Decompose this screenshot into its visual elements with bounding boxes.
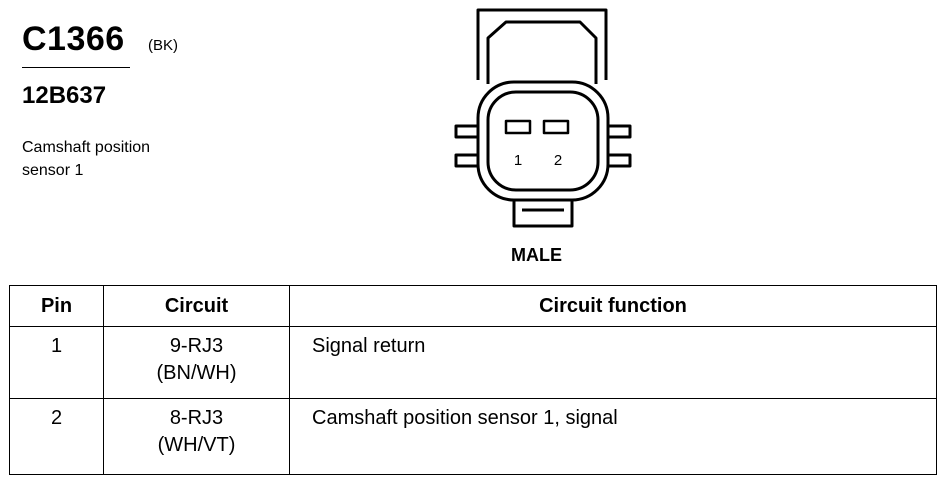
header-circuit-function: Circuit function	[289, 285, 937, 327]
connector-right-rib-top	[606, 124, 632, 139]
connector-color-code: (BK)	[148, 37, 178, 54]
pin-terminal-2	[542, 119, 570, 135]
table-row: 2 8-RJ3 (WH/VT) Camshaft position sensor…	[9, 398, 937, 475]
connector-latch-inner	[486, 20, 598, 84]
table-row: 1 9-RJ3 (BN/WH) Signal return	[9, 326, 937, 399]
table-header-row: Pin Circuit Circuit function	[9, 285, 937, 327]
connector-face-diagram: 1 2	[454, 8, 632, 228]
circuit-function-cell: Signal return	[289, 326, 937, 399]
pin-number-2: 2	[554, 152, 562, 169]
circuit-id: 8-RJ3	[169, 407, 224, 429]
header-pin: Pin	[9, 285, 104, 327]
connector-code: C1366	[22, 20, 125, 58]
circuit-cell: 8-RJ3 (WH/VT)	[103, 398, 290, 475]
pin-cell: 1	[9, 326, 104, 399]
circuit-cell: 9-RJ3 (BN/WH)	[103, 326, 290, 399]
connector-bottom-tab	[512, 196, 574, 228]
connector-left-rib-top	[454, 124, 480, 139]
connector-latch-outer	[476, 8, 608, 80]
connector-left-rib-bottom	[454, 153, 480, 168]
part-number: 12B637	[22, 82, 107, 109]
component-description-line1: Camshaft position	[22, 139, 151, 156]
pin-terminal-1	[504, 119, 532, 135]
pin-cell: 2	[9, 398, 104, 475]
header-divider	[22, 67, 130, 68]
header-circuit: Circuit	[103, 285, 290, 327]
pinout-table: Pin Circuit Circuit function 1 9-RJ3 (BN…	[9, 285, 937, 475]
circuit-wire-color: (BN/WH)	[156, 362, 237, 384]
connector-gender-label: MALE	[511, 245, 562, 265]
connector-inner-cavity	[486, 90, 600, 192]
circuit-function-cell: Camshaft position sensor 1, signal	[289, 398, 937, 475]
circuit-id: 9-RJ3	[169, 335, 224, 357]
circuit-wire-color: (WH/VT)	[157, 434, 236, 456]
connector-right-rib-bottom	[606, 153, 632, 168]
pin-number-1: 1	[514, 152, 522, 169]
component-description-line2: sensor 1	[22, 162, 84, 179]
